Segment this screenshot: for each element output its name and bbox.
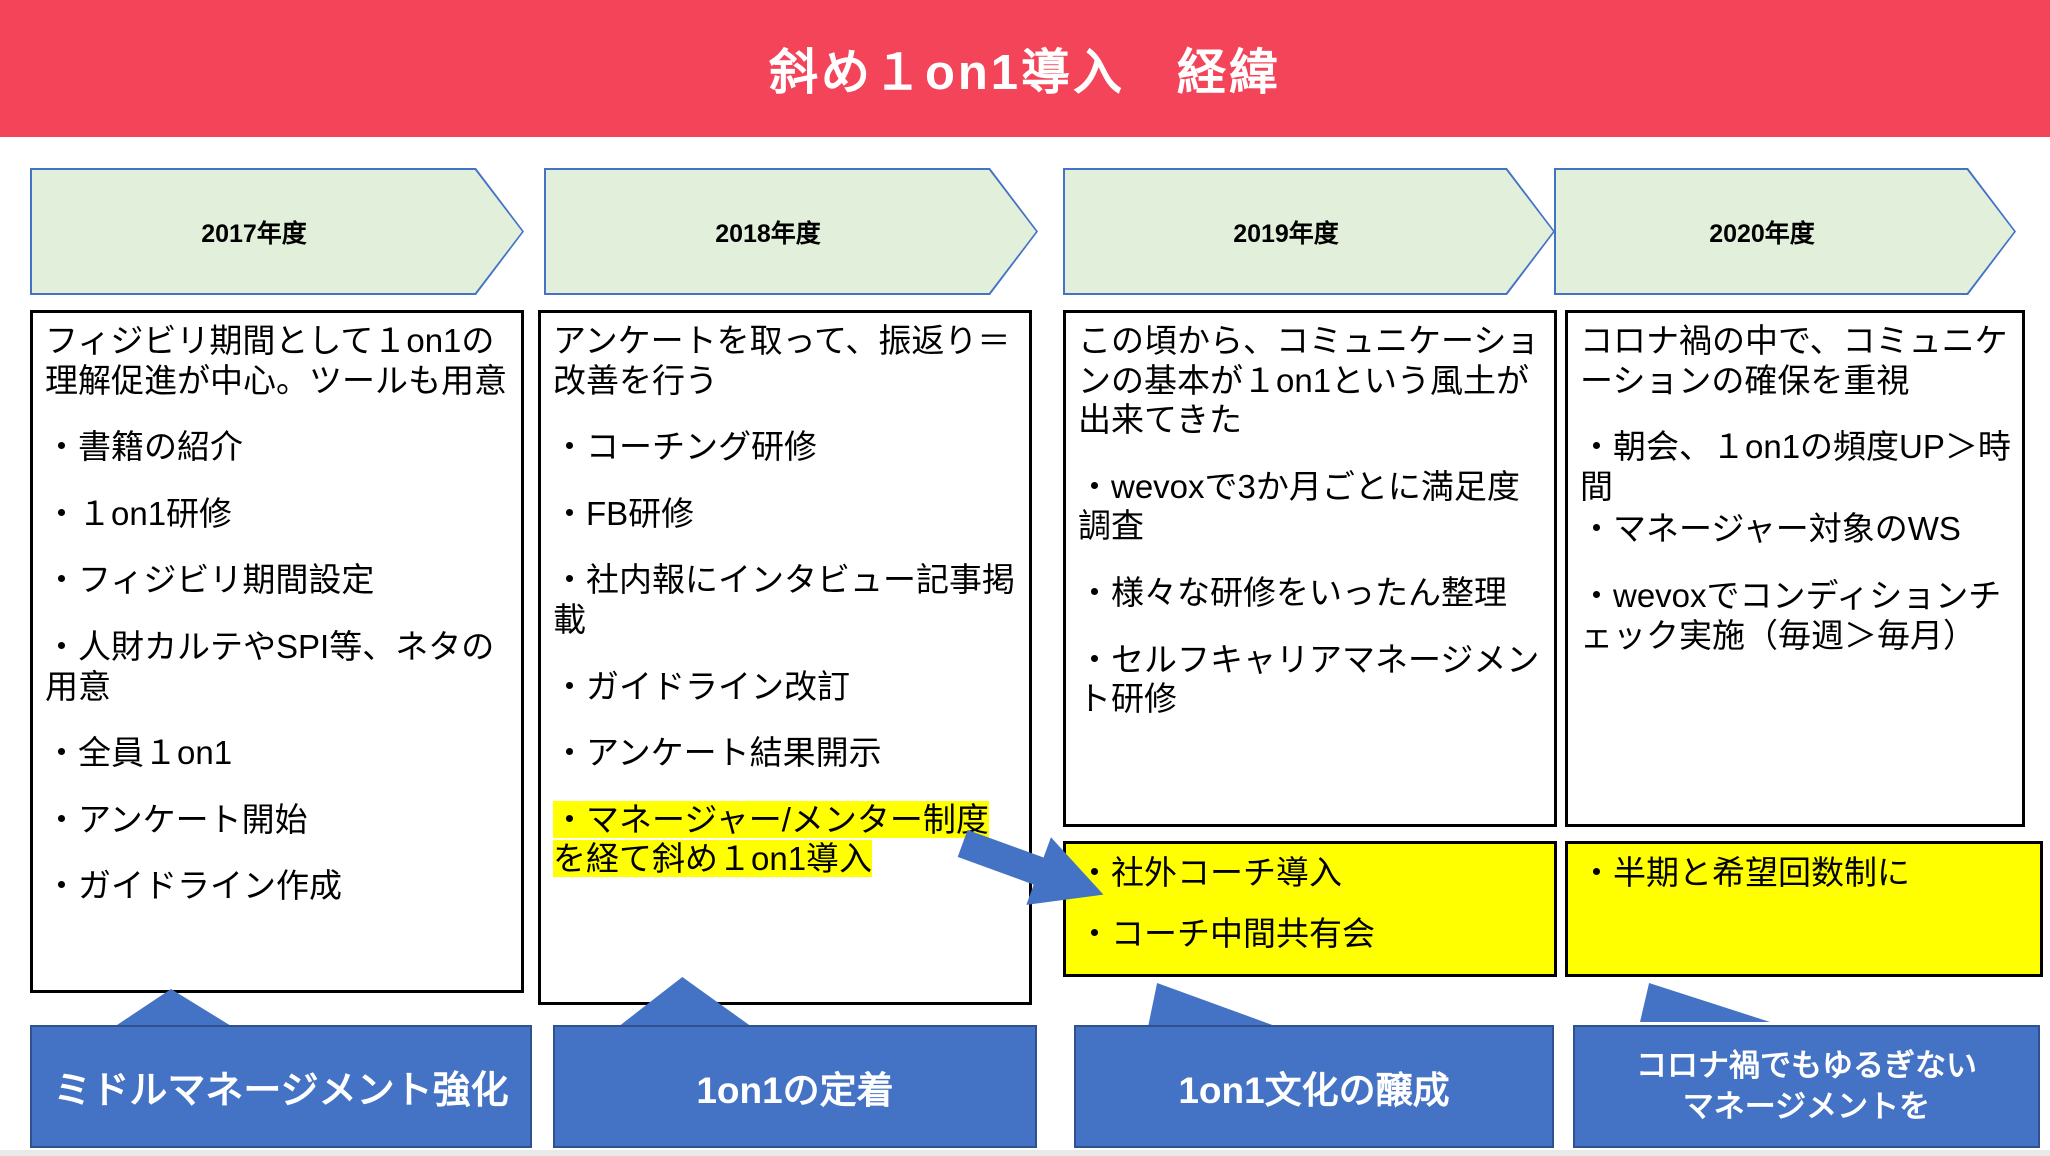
- footer-banner-2018: 1on1の定着: [553, 1025, 1037, 1148]
- paragraph: コロナ禍の中で、コミュニケーションの確保を重視: [1580, 322, 2008, 399]
- footer-label: ミドルマネージメント強化: [53, 1070, 509, 1112]
- paragraph: ・ガイドライン作成: [45, 867, 342, 905]
- footer-banner-2019: 1on1文化の醸成: [1074, 1025, 1554, 1148]
- paragraph: ・朝会、１on1の頻度UP＞時間: [1580, 428, 2011, 505]
- content-box-2019: この頃から、コミュニケーションの基本が１on1という風土が出来てきた ・wevo…: [1063, 310, 1557, 827]
- year-header-2019: 2019年度: [1063, 168, 1555, 295]
- paragraph: フィジビリ期間として１on1の理解促進が中心。ツールも用意: [45, 322, 507, 399]
- yellow-box-line: ・半期と希望回数制に: [1580, 854, 1910, 891]
- page-title: 斜め１on1導入 経緯: [768, 46, 1282, 100]
- paragraph: アンケートを取って、振返り＝改善を行う: [553, 322, 1011, 399]
- slide-bottom-strip: [0, 1150, 2050, 1156]
- yellow-box-line: ・社外コーチ導入: [1078, 854, 1342, 891]
- footer-label-line: コロナ禍でもゆるぎない: [1636, 1048, 1977, 1084]
- paragraph: ・フィジビリ期間設定: [45, 561, 375, 599]
- paragraph: ・アンケート開始: [45, 800, 308, 838]
- highlighted-paragraph: ・マネージャー/メンター制度を経て斜め１on1導入: [553, 800, 1021, 879]
- paragraph: ・マネージャー対象のWS: [1580, 510, 1961, 548]
- paragraph: ・全員１on1: [45, 734, 233, 772]
- paragraph: ・セルフキャリアマネージメント研修: [1078, 640, 1540, 718]
- title-banner: 斜め１on1導入 経緯: [0, 0, 2050, 137]
- yellow-box-2020: ・半期と希望回数制に: [1565, 841, 2043, 977]
- paragraph: ・様々な研修をいったん整理: [1078, 573, 1507, 611]
- year-label: 2018年度: [546, 170, 1036, 293]
- footer-label: 1on1の定着: [696, 1069, 894, 1111]
- content-box-2020: コロナ禍の中で、コミュニケーションの確保を重視 ・朝会、１on1の頻度UP＞時間…: [1565, 310, 2025, 827]
- year-header-2020: 2020年度: [1554, 168, 2016, 295]
- footer-banner-2017: ミドルマネージメント強化: [30, 1025, 532, 1148]
- paragraph: ・アンケート結果開示: [553, 734, 882, 772]
- paragraph: ・コーチング研修: [553, 428, 817, 466]
- content-box-2017: フィジビリ期間として１on1の理解促進が中心。ツールも用意 ・書籍の紹介 ・１o…: [30, 310, 524, 993]
- yellow-highlight-text: ・マネージャー/メンター制度を経て斜め１on1導入: [553, 800, 989, 878]
- paragraph: ・wevoxでコンディションチェック実施（毎週＞毎月）: [1580, 576, 2002, 654]
- footer-label-line: マネージメントを: [1682, 1088, 1931, 1124]
- year-label: 2020年度: [1556, 170, 2014, 293]
- year-header-2018: 2018年度: [544, 168, 1038, 295]
- paragraph: ・ガイドライン改訂: [553, 667, 850, 705]
- paragraph: ・１on1研修: [45, 494, 233, 532]
- paragraph: ・FB研修: [553, 494, 695, 532]
- year-label: 2017年度: [32, 170, 522, 293]
- paragraph: ・wevoxで3か月ごとに満足度調査: [1078, 467, 1520, 545]
- yellow-box-line: ・コーチ中間共有会: [1078, 914, 1375, 952]
- content-box-2018: アンケートを取って、振返り＝改善を行う ・コーチング研修 ・FB研修 ・社内報に…: [538, 310, 1032, 1005]
- year-label: 2019年度: [1065, 170, 1553, 293]
- paragraph: ・社内報にインタビュー記事掲載: [553, 561, 1015, 638]
- callout-pointer-icon: [111, 989, 236, 1029]
- paragraph: この頃から、コミュニケーションの基本が１on1という風土が出来てきた: [1078, 322, 1540, 439]
- year-header-2017: 2017年度: [30, 168, 524, 295]
- footer-label: 1on1文化の醸成: [1178, 1069, 1450, 1111]
- yellow-box-2019: ・社外コーチ導入 ・コーチ中間共有会: [1063, 841, 1557, 977]
- callout-pointer-icon: [1148, 983, 1278, 1027]
- callout-pointer-icon: [1640, 983, 1770, 1022]
- paragraph: ・人財カルテやSPI等、ネタの用意: [45, 627, 495, 705]
- paragraph: ・書籍の紹介: [45, 428, 243, 466]
- footer-banner-2020: コロナ禍でもゆるぎない マネージメントを: [1573, 1025, 2040, 1148]
